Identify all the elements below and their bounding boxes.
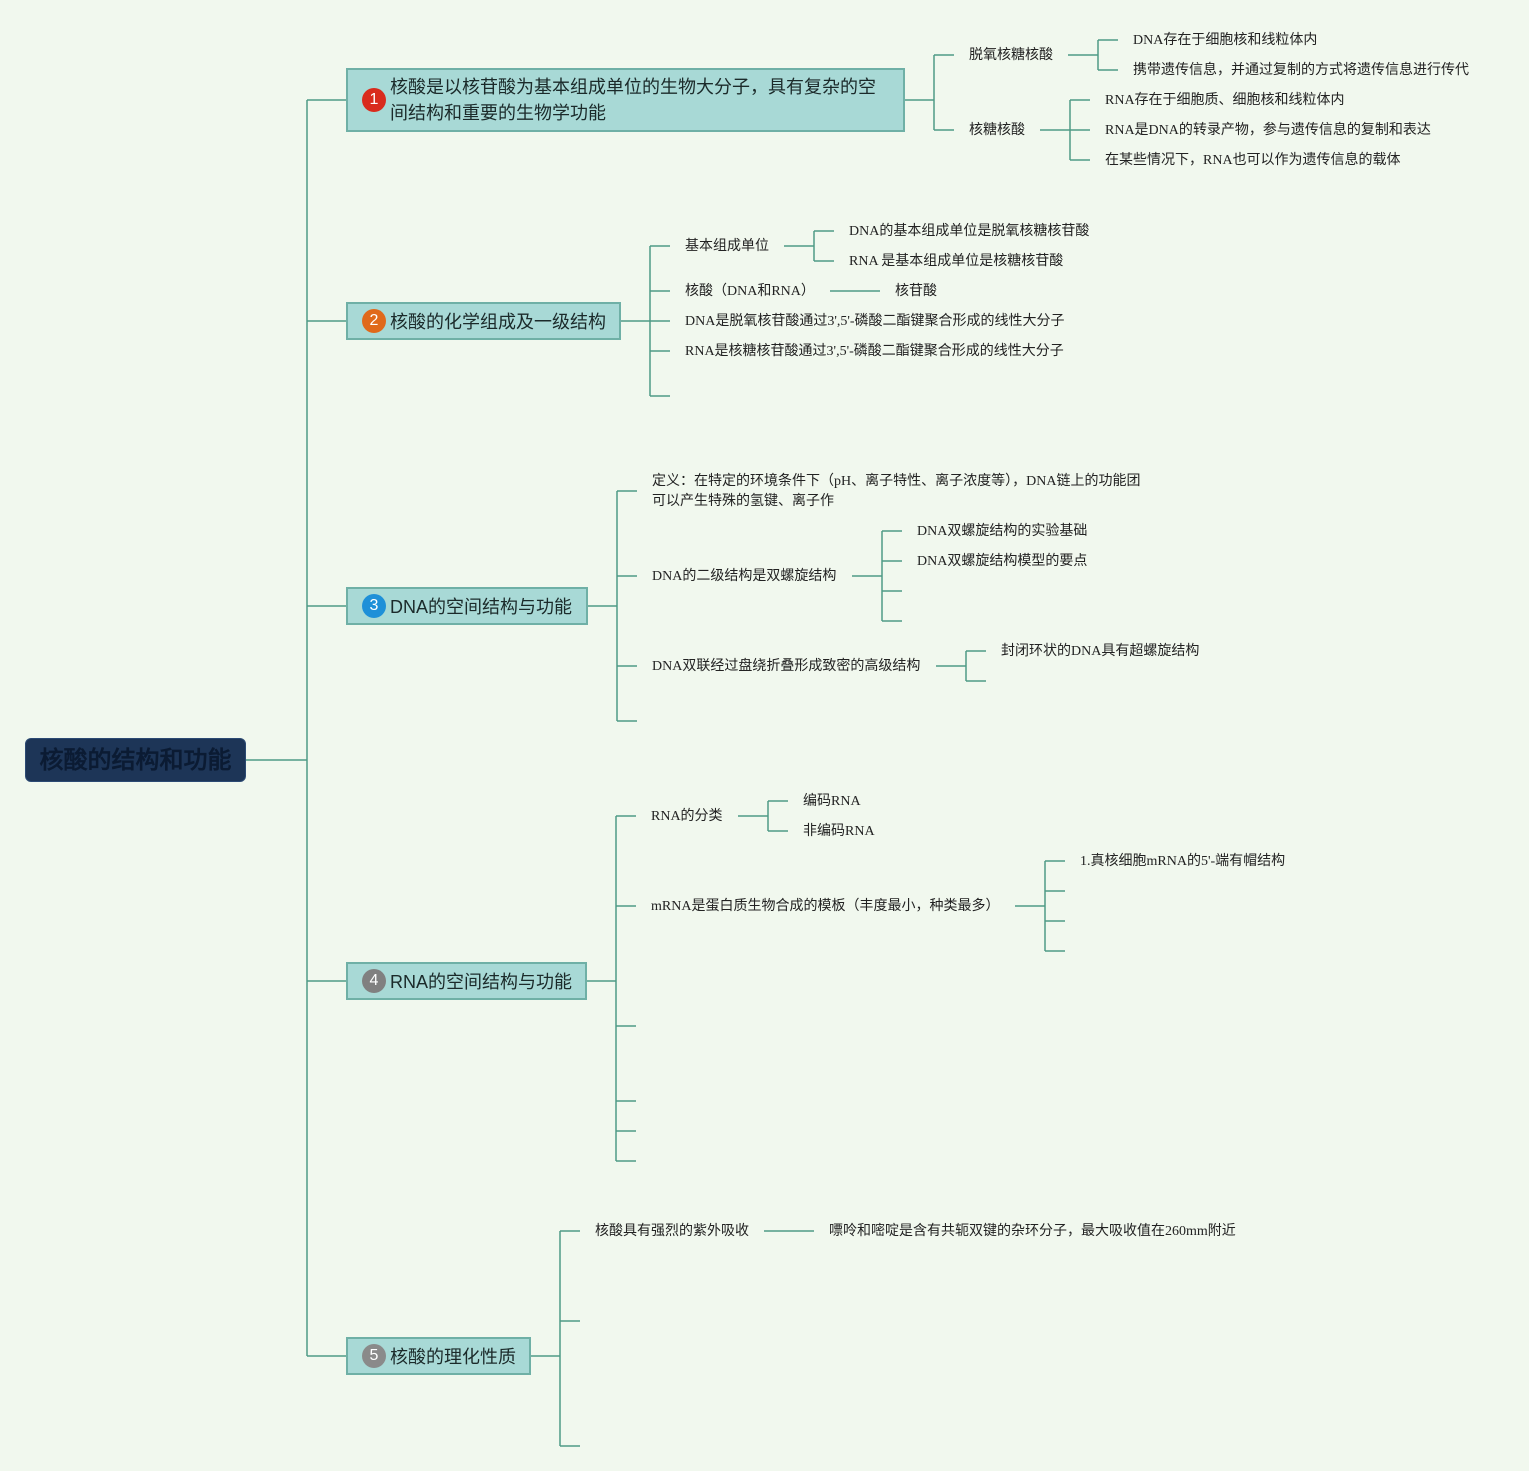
- number-3-badge: 3: [362, 594, 386, 618]
- b3-sub2-item-2[interactable]: DNA双螺旋结构模型的要点: [917, 554, 1088, 569]
- branch-3-topic[interactable]: 3 DNA的空间结构与功能: [346, 587, 588, 625]
- branch-4-title: RNA的空间结构与功能: [390, 972, 573, 992]
- b3-sub2-item-1[interactable]: DNA双螺旋结构的实验基础: [917, 524, 1088, 539]
- b4-sub1[interactable]: RNA的分类: [651, 809, 723, 824]
- b2-sub2-item[interactable]: 核苷酸: [895, 284, 937, 299]
- b3-sub3-item[interactable]: 封闭环状的DNA具有超螺旋结构: [1001, 644, 1200, 659]
- branch-2-topic[interactable]: 2 核酸的化学组成及一级结构: [346, 302, 621, 340]
- b4-sub2[interactable]: mRNA是蛋白质生物合成的模板（丰度最小，种类最多）: [651, 899, 1000, 914]
- branch-2-title: 核酸的化学组成及一级结构: [390, 312, 606, 332]
- b2-sub2[interactable]: 核酸（DNA和RNA）: [685, 284, 815, 299]
- b3-sub3[interactable]: DNA双联经过盘绕折叠形成致密的高级结构: [652, 659, 921, 674]
- b1-sub1-item-2[interactable]: 携带遗传信息，并通过复制的方式将遗传信息进行传代: [1133, 63, 1469, 78]
- b2-sub4[interactable]: RNA是核糖核苷酸通过3',5'-磷酸二酯键聚合形成的线性大分子: [685, 344, 1064, 359]
- branch-5-title: 核酸的理化性质: [390, 1347, 516, 1367]
- number-2-badge: 2: [362, 309, 386, 333]
- b2-sub3[interactable]: DNA是脱氧核苷酸通过3',5'-磷酸二酯键聚合形成的线性大分子: [685, 314, 1065, 329]
- branch-5-topic[interactable]: 5 核酸的理化性质: [346, 1337, 531, 1375]
- b2-sub1[interactable]: 基本组成单位: [685, 239, 769, 254]
- b1-sub2-item-2[interactable]: RNA是DNA的转录产物，参与遗传信息的复制和表达: [1105, 123, 1431, 138]
- b1-sub2[interactable]: 核糖核酸: [969, 123, 1025, 138]
- b3-sub2[interactable]: DNA的二级结构是双螺旋结构: [652, 569, 837, 584]
- b1-sub2-item-1[interactable]: RNA存在于细胞质、细胞核和线粒体内: [1105, 93, 1345, 108]
- b4-sub1-item-2[interactable]: 非编码RNA: [803, 824, 875, 839]
- b2-sub1-item-1[interactable]: DNA的基本组成单位是脱氧核糖核苷酸: [849, 224, 1090, 239]
- b3-definition-line-1[interactable]: 定义：在特定的环境条件下（pH、离子特性、离子浓度等），DNA链上的功能团: [652, 474, 1141, 489]
- b5-sub1[interactable]: 核酸具有强烈的紫外吸收: [595, 1224, 749, 1239]
- b2-sub1-item-2[interactable]: RNA 是基本组成单位是核糖核苷酸: [849, 254, 1064, 269]
- root-title: 核酸的结构和功能: [39, 747, 232, 774]
- b1-sub1-item-1[interactable]: DNA存在于细胞核和线粒体内: [1133, 33, 1318, 48]
- b4-sub2-item[interactable]: 1.真核细胞mRNA的5'-端有帽结构: [1080, 854, 1286, 869]
- branch-4-topic[interactable]: 4 RNA的空间结构与功能: [346, 962, 587, 1000]
- branch-1-topic[interactable]: 1 核酸是以核苷酸为基本组成单位的生物大分子，具有复杂的空间结构和重要的生物学功…: [346, 68, 905, 132]
- number-5-badge: 5: [362, 1344, 386, 1368]
- b1-sub2-item-3[interactable]: 在某些情况下，RNA也可以作为遗传信息的载体: [1105, 153, 1401, 168]
- b4-sub1-item-1[interactable]: 编码RNA: [803, 794, 861, 809]
- branch-3-title: DNA的空间结构与功能: [390, 597, 573, 617]
- b1-sub1[interactable]: 脱氧核糖核酸: [969, 48, 1053, 63]
- b3-definition-line-2[interactable]: 可以产生特殊的氢键、离子作: [652, 494, 834, 509]
- number-4-badge: 4: [362, 969, 386, 993]
- b5-sub1-item[interactable]: 嘌呤和嘧啶是含有共轭双键的杂环分子，最大吸收值在260mm附近: [829, 1224, 1236, 1239]
- root-topic[interactable]: 核酸的结构和功能: [25, 738, 246, 782]
- number-1-badge: 1: [362, 88, 386, 112]
- branch-1-title: 核酸是以核苷酸为基本组成单位的生物大分子，具有复杂的空间结构和重要的生物学功能: [390, 77, 876, 123]
